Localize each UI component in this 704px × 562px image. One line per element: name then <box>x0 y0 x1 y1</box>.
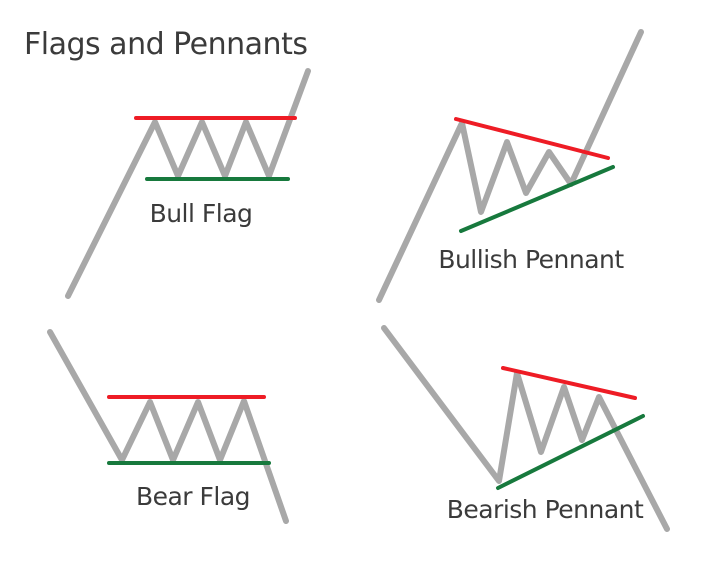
pattern-label: Bearish Pennant <box>447 495 644 524</box>
price-path <box>47 329 289 524</box>
diagram-title: Flags and Pennants <box>24 27 307 62</box>
resistance-line <box>501 366 637 400</box>
pattern-bearish-pennant: Bearish Pennant <box>381 325 670 532</box>
resistance-line <box>454 117 610 160</box>
pattern-label: Bull Flag <box>150 199 253 228</box>
support-line <box>496 414 645 490</box>
support-line <box>459 165 615 233</box>
price-path <box>65 68 311 299</box>
pattern-bear-flag: Bear Flag <box>47 329 289 524</box>
price-path <box>381 325 670 532</box>
pattern-bull-flag: Bull Flag <box>65 68 311 299</box>
pattern-label: Bullish Pennant <box>438 245 624 274</box>
pattern-label: Bear Flag <box>136 482 250 511</box>
price-path <box>376 29 644 303</box>
pattern-bullish-pennant: Bullish Pennant <box>376 29 644 303</box>
